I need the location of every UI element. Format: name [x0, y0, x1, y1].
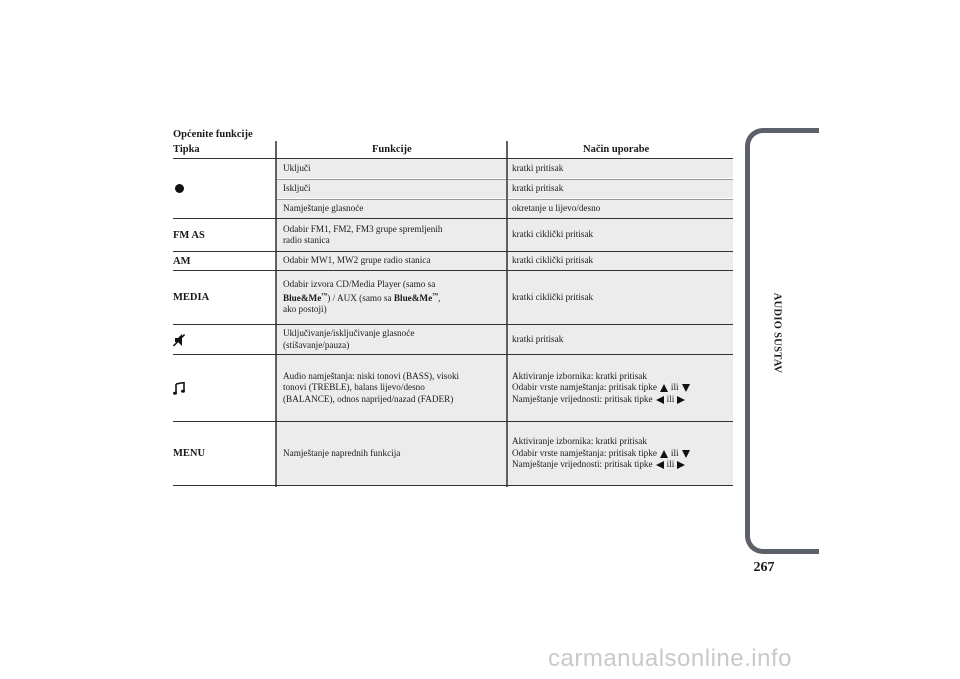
- function-cell: Isključi: [277, 179, 506, 198]
- key-cell: [173, 355, 275, 421]
- header-funkcije: Funkcije: [372, 144, 412, 155]
- usage-cell: kratki pritisak: [508, 159, 733, 178]
- function-text: tonovi (TREBLE), balans lijevo/desno: [283, 382, 425, 393]
- function-text: Namještanje naprednih funkcija: [283, 447, 401, 458]
- arrow-right-icon: [677, 461, 686, 470]
- key-cell: [173, 325, 275, 354]
- trademark-sign: ™: [321, 292, 328, 299]
- function-cell: Namještanje glasnoće: [277, 199, 506, 218]
- column-divider: [275, 141, 277, 487]
- arrow-down-icon: [681, 384, 690, 393]
- usage-cell: kratki ciklički pritisak: [508, 252, 733, 270]
- usage-cell: okretanje u lijevo/desno: [508, 199, 733, 218]
- header-tipka: Tipka: [173, 144, 200, 155]
- function-text: Odabir izvora CD/Media Player (samo sa: [283, 279, 436, 290]
- function-text: ako postoji): [283, 304, 327, 315]
- table-row: AM Odabir MW1, MW2 grupe radio stanica k…: [173, 251, 733, 270]
- table-row: FM AS Odabir FM1, FM2, FM3 grupe spremlj…: [173, 218, 733, 251]
- table-row: Uključivanje/isključivanje glasnoće (sti…: [173, 324, 733, 354]
- function-cell: Odabir FM1, FM2, FM3 grupe spremljenih r…: [277, 219, 506, 251]
- usage-text: Odabir vrste namještanja: pritisak tipke…: [512, 448, 693, 460]
- function-cell: Audio namještanja: niski tonovi (BASS), …: [277, 355, 506, 421]
- column-divider: [506, 141, 508, 487]
- usage-cell: Aktiviranje izbornika: kratki pritisak O…: [508, 422, 733, 485]
- usage-cell: kratki pritisak: [508, 179, 733, 198]
- mute-icon: [173, 333, 185, 347]
- usage-text: kratki pritisak: [512, 162, 564, 173]
- section-label: AUDIO SUSTAV: [771, 292, 783, 374]
- arrow-down-icon: [681, 449, 690, 458]
- key-label: FM AS: [173, 229, 205, 241]
- footer-watermark: carmanualsonline.info: [548, 645, 792, 672]
- power-volume-knob-icon: [175, 184, 184, 193]
- key-cell: [173, 159, 275, 218]
- usage-text: kratki ciklički pritisak: [512, 229, 594, 240]
- table-row: Audio namještanja: niski tonovi (BASS), …: [173, 354, 733, 421]
- section-tab: [745, 128, 819, 554]
- usage-cell: kratki ciklički pritisak: [508, 271, 733, 324]
- function-cell: Namještanje naprednih funkcija: [277, 422, 506, 485]
- function-cell: Uključi: [277, 159, 506, 178]
- table-row: MEDIA Odabir izvora CD/Media Player (sam…: [173, 270, 733, 324]
- arrow-right-icon: [677, 395, 686, 404]
- key-label: AM: [173, 255, 191, 267]
- usage-text: Aktiviranje izbornika: kratki pritisak: [512, 436, 647, 447]
- usage-text: okretanje u lijevo/desno: [512, 203, 601, 214]
- arrow-left-icon: [655, 461, 664, 470]
- function-text: Audio namještanja: niski tonovi (BASS), …: [283, 370, 460, 381]
- usage-text: kratki ciklički pritisak: [512, 291, 594, 302]
- trademark-sign: ™: [432, 292, 439, 299]
- function-text: (BALANCE), odnos naprijed/nazad (FADER): [283, 393, 454, 404]
- function-text: Namještanje glasnoće: [283, 203, 364, 214]
- function-text: Odabir FM1, FM2, FM3 grupe spremljenih: [283, 223, 443, 234]
- key-label: MEDIA: [173, 292, 210, 303]
- usage-text: Odabir vrste namještanja: pritisak tipke…: [512, 382, 693, 394]
- page-number: 267: [753, 560, 775, 575]
- usage-text: kratki pritisak: [512, 183, 564, 194]
- usage-text: kratki pritisak: [512, 333, 564, 344]
- function-text: Uključi: [283, 162, 311, 173]
- arrow-up-icon: [659, 449, 668, 458]
- usage-text: Aktiviranje izbornika: kratki pritisak: [512, 370, 647, 381]
- function-text: radio stanica: [283, 235, 330, 245]
- usage-cell: Aktiviranje izbornika: kratki pritisak O…: [508, 355, 733, 421]
- header-nacin-uporabe: Način uporabe: [583, 144, 650, 155]
- arrow-up-icon: [659, 384, 668, 393]
- function-text: ) / AUX (samo sa: [327, 292, 394, 303]
- blue-me-brand: Blue&Me: [283, 292, 322, 303]
- arrow-left-icon: [655, 395, 664, 404]
- usage-cell: kratki ciklički pritisak: [508, 219, 733, 251]
- usage-text: kratki ciklički pritisak: [512, 255, 594, 266]
- function-cell: Odabir MW1, MW2 grupe radio stanica: [277, 252, 506, 270]
- function-text: ,: [438, 292, 441, 303]
- function-text: Uključivanje/isključivanje glasnoće: [283, 328, 415, 338]
- table-title: Općenite funkcije: [173, 129, 253, 140]
- table-row: MENU Namještanje naprednih funkcija Akti…: [173, 421, 733, 486]
- function-cell: Uključivanje/isključivanje glasnoće (sti…: [277, 325, 506, 354]
- key-label: MENU: [173, 448, 206, 459]
- blue-me-brand: Blue&Me: [393, 292, 433, 303]
- usage-cell: kratki pritisak: [508, 325, 733, 354]
- function-text: Isključi: [283, 183, 311, 194]
- function-text: (stišavanje/pauza): [283, 339, 350, 350]
- table-row: Uključi kratki pritisak Isključi kratki …: [173, 158, 733, 218]
- function-text: Odabir MW1, MW2 grupe radio stanica: [283, 255, 431, 266]
- audio-note-icon: [173, 381, 185, 395]
- function-text: Blue&Me™) / AUX (samo sa Blue&Me™,: [283, 291, 440, 305]
- function-cell: Odabir izvora CD/Media Player (samo sa B…: [277, 271, 506, 324]
